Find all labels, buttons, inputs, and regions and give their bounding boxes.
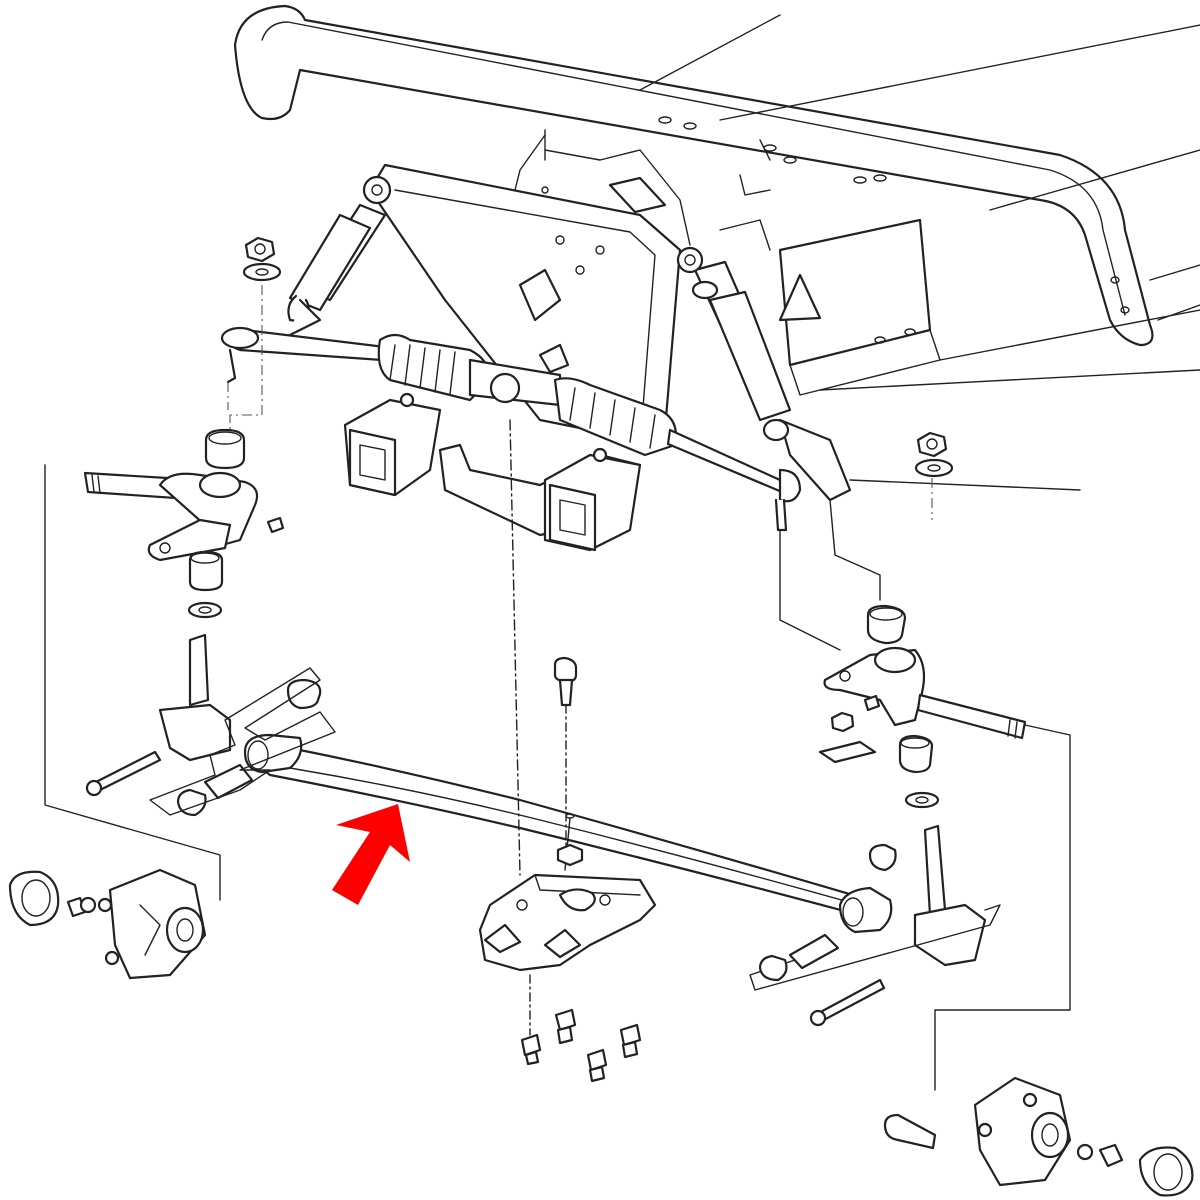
- steering-rack: [220, 298, 852, 532]
- right-shock-absorber: [676, 246, 792, 422]
- red-arrow-icon: [332, 804, 410, 905]
- right-upper-hardware: [849, 431, 1081, 491]
- steering-mount-bracket: [368, 129, 691, 442]
- left-upper-hardware: [204, 236, 282, 470]
- left-shock-absorber: [287, 175, 392, 324]
- left-wheel-hub: [8, 868, 207, 980]
- spring-mount-plate: [478, 419, 657, 972]
- right-wheel-hub: [883, 1076, 1194, 1197]
- center-spring-bolt: [553, 656, 584, 867]
- right-spring-bushings: [758, 933, 840, 982]
- leader-lines: [227, 285, 933, 520]
- chassis-frame: [233, 4, 1200, 396]
- left-spindle: [44, 464, 285, 901]
- right-spindle: [749, 499, 1071, 1091]
- left-spring-bushings: [149, 667, 336, 817]
- mount-plate-bolts: [520, 974, 642, 1083]
- front-leaf-spring: [243, 733, 893, 934]
- rack-mounting-blocks: [343, 392, 642, 552]
